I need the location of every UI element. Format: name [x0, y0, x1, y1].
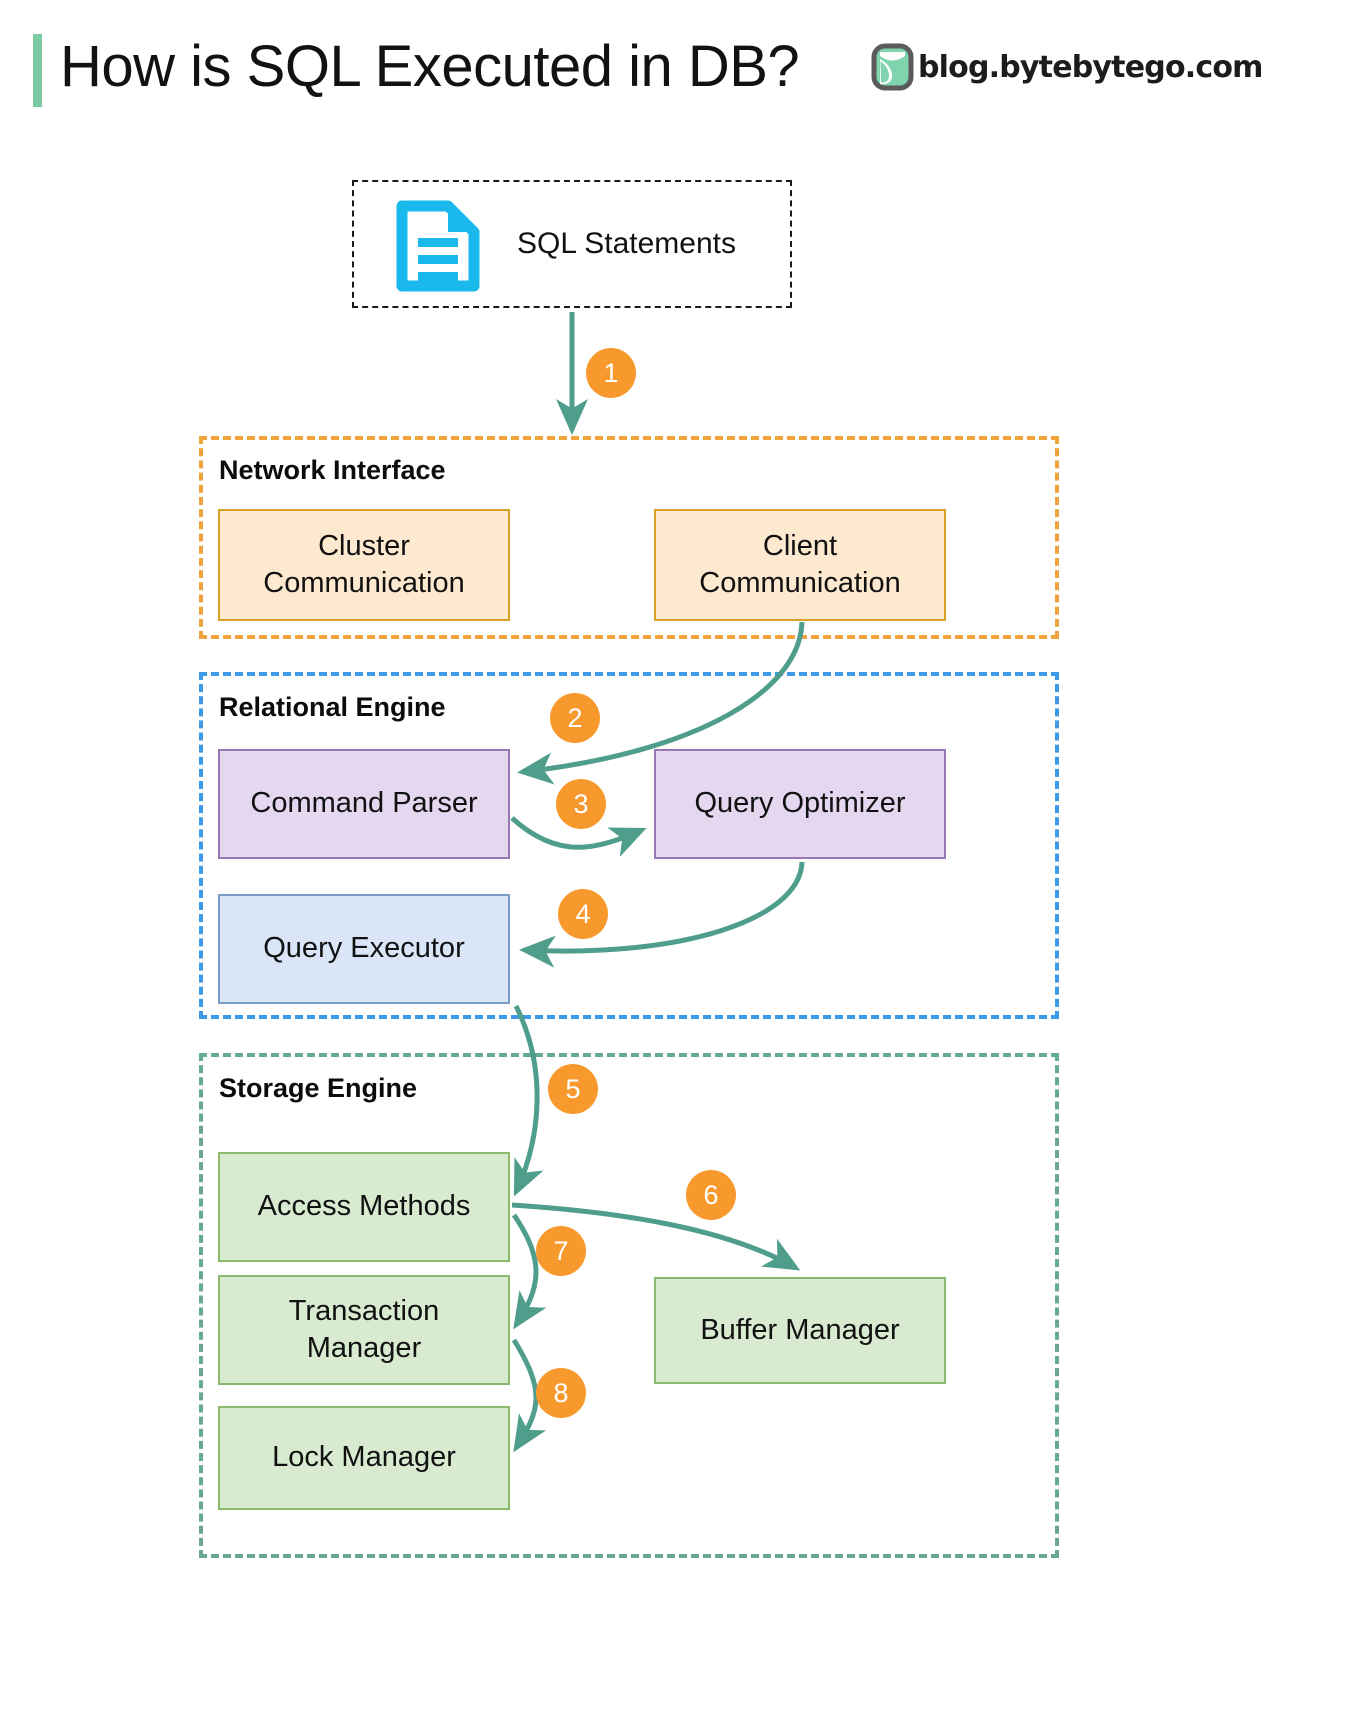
node-label: Lock Manager: [272, 1441, 456, 1474]
node-cluster-communication[interactable]: Cluster Communication: [218, 509, 510, 621]
group-storage-engine: [199, 1053, 1059, 1558]
node-label: Query Executor: [263, 932, 465, 965]
step-badge-8: 8: [536, 1368, 586, 1418]
bytebytego-logo-icon: [871, 43, 914, 91]
node-label-line2: Manager: [306, 1332, 422, 1364]
page-title: How is SQL Executed in DB?: [60, 34, 800, 99]
node-label-line1: Client: [762, 529, 838, 562]
node-query-executor[interactable]: Query Executor: [218, 894, 510, 1004]
node-buffer-manager[interactable]: Buffer Manager: [654, 1277, 946, 1384]
node-access-methods[interactable]: Access Methods: [218, 1152, 510, 1262]
step-badge-7: 7: [536, 1226, 586, 1276]
node-label: Cluster Communication: [263, 528, 464, 602]
node-label: Transaction Manager: [289, 1293, 439, 1367]
group-title-network-interface: Network Interface: [219, 455, 446, 485]
step-badge-4: 4: [558, 889, 608, 939]
node-label: Buffer Manager: [700, 1313, 900, 1346]
node-label-line1: Transaction: [288, 1294, 440, 1327]
step-badge-3: 3: [556, 779, 606, 829]
node-label: Client Communication: [699, 528, 900, 602]
page-header: How is SQL Executed in DB? blog.bytebyte…: [0, 0, 1358, 130]
node-label-line2: Communication: [699, 567, 901, 599]
node-command-parser[interactable]: Command Parser: [218, 749, 510, 859]
node-label: Query Optimizer: [694, 787, 906, 820]
node-label-line2: Communication: [263, 567, 465, 599]
node-query-optimizer[interactable]: Query Optimizer: [654, 749, 946, 859]
node-label: Access Methods: [257, 1190, 471, 1223]
node-client-communication[interactable]: Client Communication: [654, 509, 946, 621]
step-badge-1: 1: [586, 348, 636, 398]
node-label: Command Parser: [250, 787, 478, 820]
sql-statements-label: SQL Statements: [517, 227, 736, 260]
brand-url: blog.bytebytego.com: [918, 49, 1263, 85]
title-accent-bar: [33, 34, 42, 107]
group-title-relational-engine: Relational Engine: [219, 692, 446, 722]
node-transaction-manager[interactable]: Transaction Manager: [218, 1275, 510, 1385]
sql-statements-box: SQL Statements: [352, 180, 792, 308]
step-badge-2: 2: [550, 693, 600, 743]
node-lock-manager[interactable]: Lock Manager: [218, 1406, 510, 1510]
group-title-storage-engine: Storage Engine: [219, 1073, 418, 1103]
node-label-line1: Cluster: [318, 529, 410, 562]
step-badge-6: 6: [686, 1170, 736, 1220]
document-icon: [396, 200, 480, 292]
step-badge-5: 5: [548, 1064, 598, 1114]
brand: blog.bytebytego.com: [871, 43, 1263, 91]
